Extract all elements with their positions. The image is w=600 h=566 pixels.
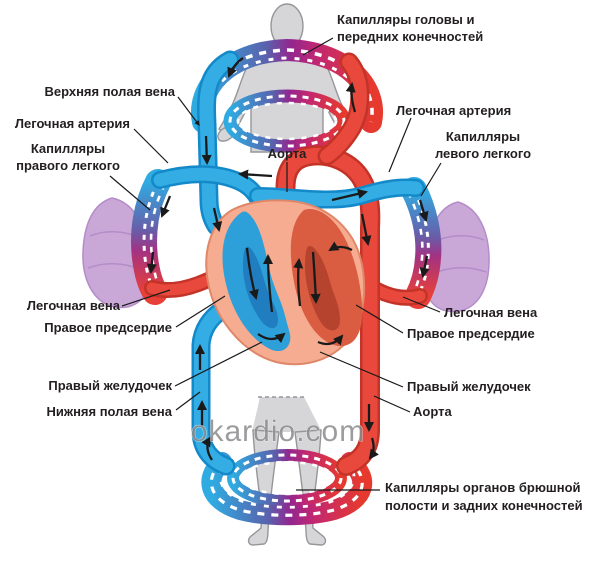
heart	[205, 199, 366, 366]
label-cap-right-lung-line2: правого легкого	[16, 158, 120, 173]
inferior-vena-cava	[191, 300, 236, 476]
label-pulmonary-artery-left: Легочная артерия	[15, 116, 130, 131]
abdominal-capillary-network	[201, 449, 373, 526]
label-superior-vena-cava: Верхняя полая вена	[44, 84, 175, 99]
label-pulmonary-vein-right: Легочная вена	[444, 305, 538, 320]
hips	[252, 397, 322, 432]
label-right-ventricle-right: Правый желудочек	[407, 379, 531, 394]
label-cap-left-lung-line2: левого легкого	[435, 146, 531, 161]
leader-lines	[109, 37, 442, 491]
heart-right-ventricle-dark	[242, 246, 278, 329]
watermark: okardio.com	[191, 415, 365, 448]
label-right-atrium-left: Правое предсердие	[44, 320, 172, 335]
label-pulmonary-vein-left: Легочная вена	[27, 298, 121, 313]
label-cap-head-line1: Капилляры головы и	[337, 12, 475, 27]
label-aorta-center: Аорта	[268, 146, 307, 161]
pulmonary-arteries	[151, 165, 425, 217]
label-right-atrium-right: Правое предсердие	[407, 326, 535, 341]
label-right-ventricle-left: Правый желудочек	[48, 378, 172, 393]
label-inferior-vena-cava: Нижняя полая вена	[46, 404, 172, 419]
superior-vena-cava	[197, 50, 240, 236]
label-pulmonary-artery-right: Легочная артерия	[396, 103, 511, 118]
label-cap-left-lung-line1: Капилляры	[446, 129, 520, 144]
aorta	[275, 145, 381, 476]
label-cap-abdomen-line2: полости и задних конечностей	[385, 498, 583, 513]
label-aorta-right: Аорта	[413, 404, 452, 419]
flow-arrows	[146, 57, 430, 461]
artery-to-head	[317, 52, 370, 166]
label-cap-head-line2: передних конечностей	[337, 29, 483, 44]
diagram-labels: Капилляры головы и передних конечностей …	[15, 12, 583, 513]
label-cap-abdomen-line1: Капилляры органов брюшной	[385, 480, 581, 495]
label-cap-right-lung-line1: Капилляры	[31, 141, 105, 156]
